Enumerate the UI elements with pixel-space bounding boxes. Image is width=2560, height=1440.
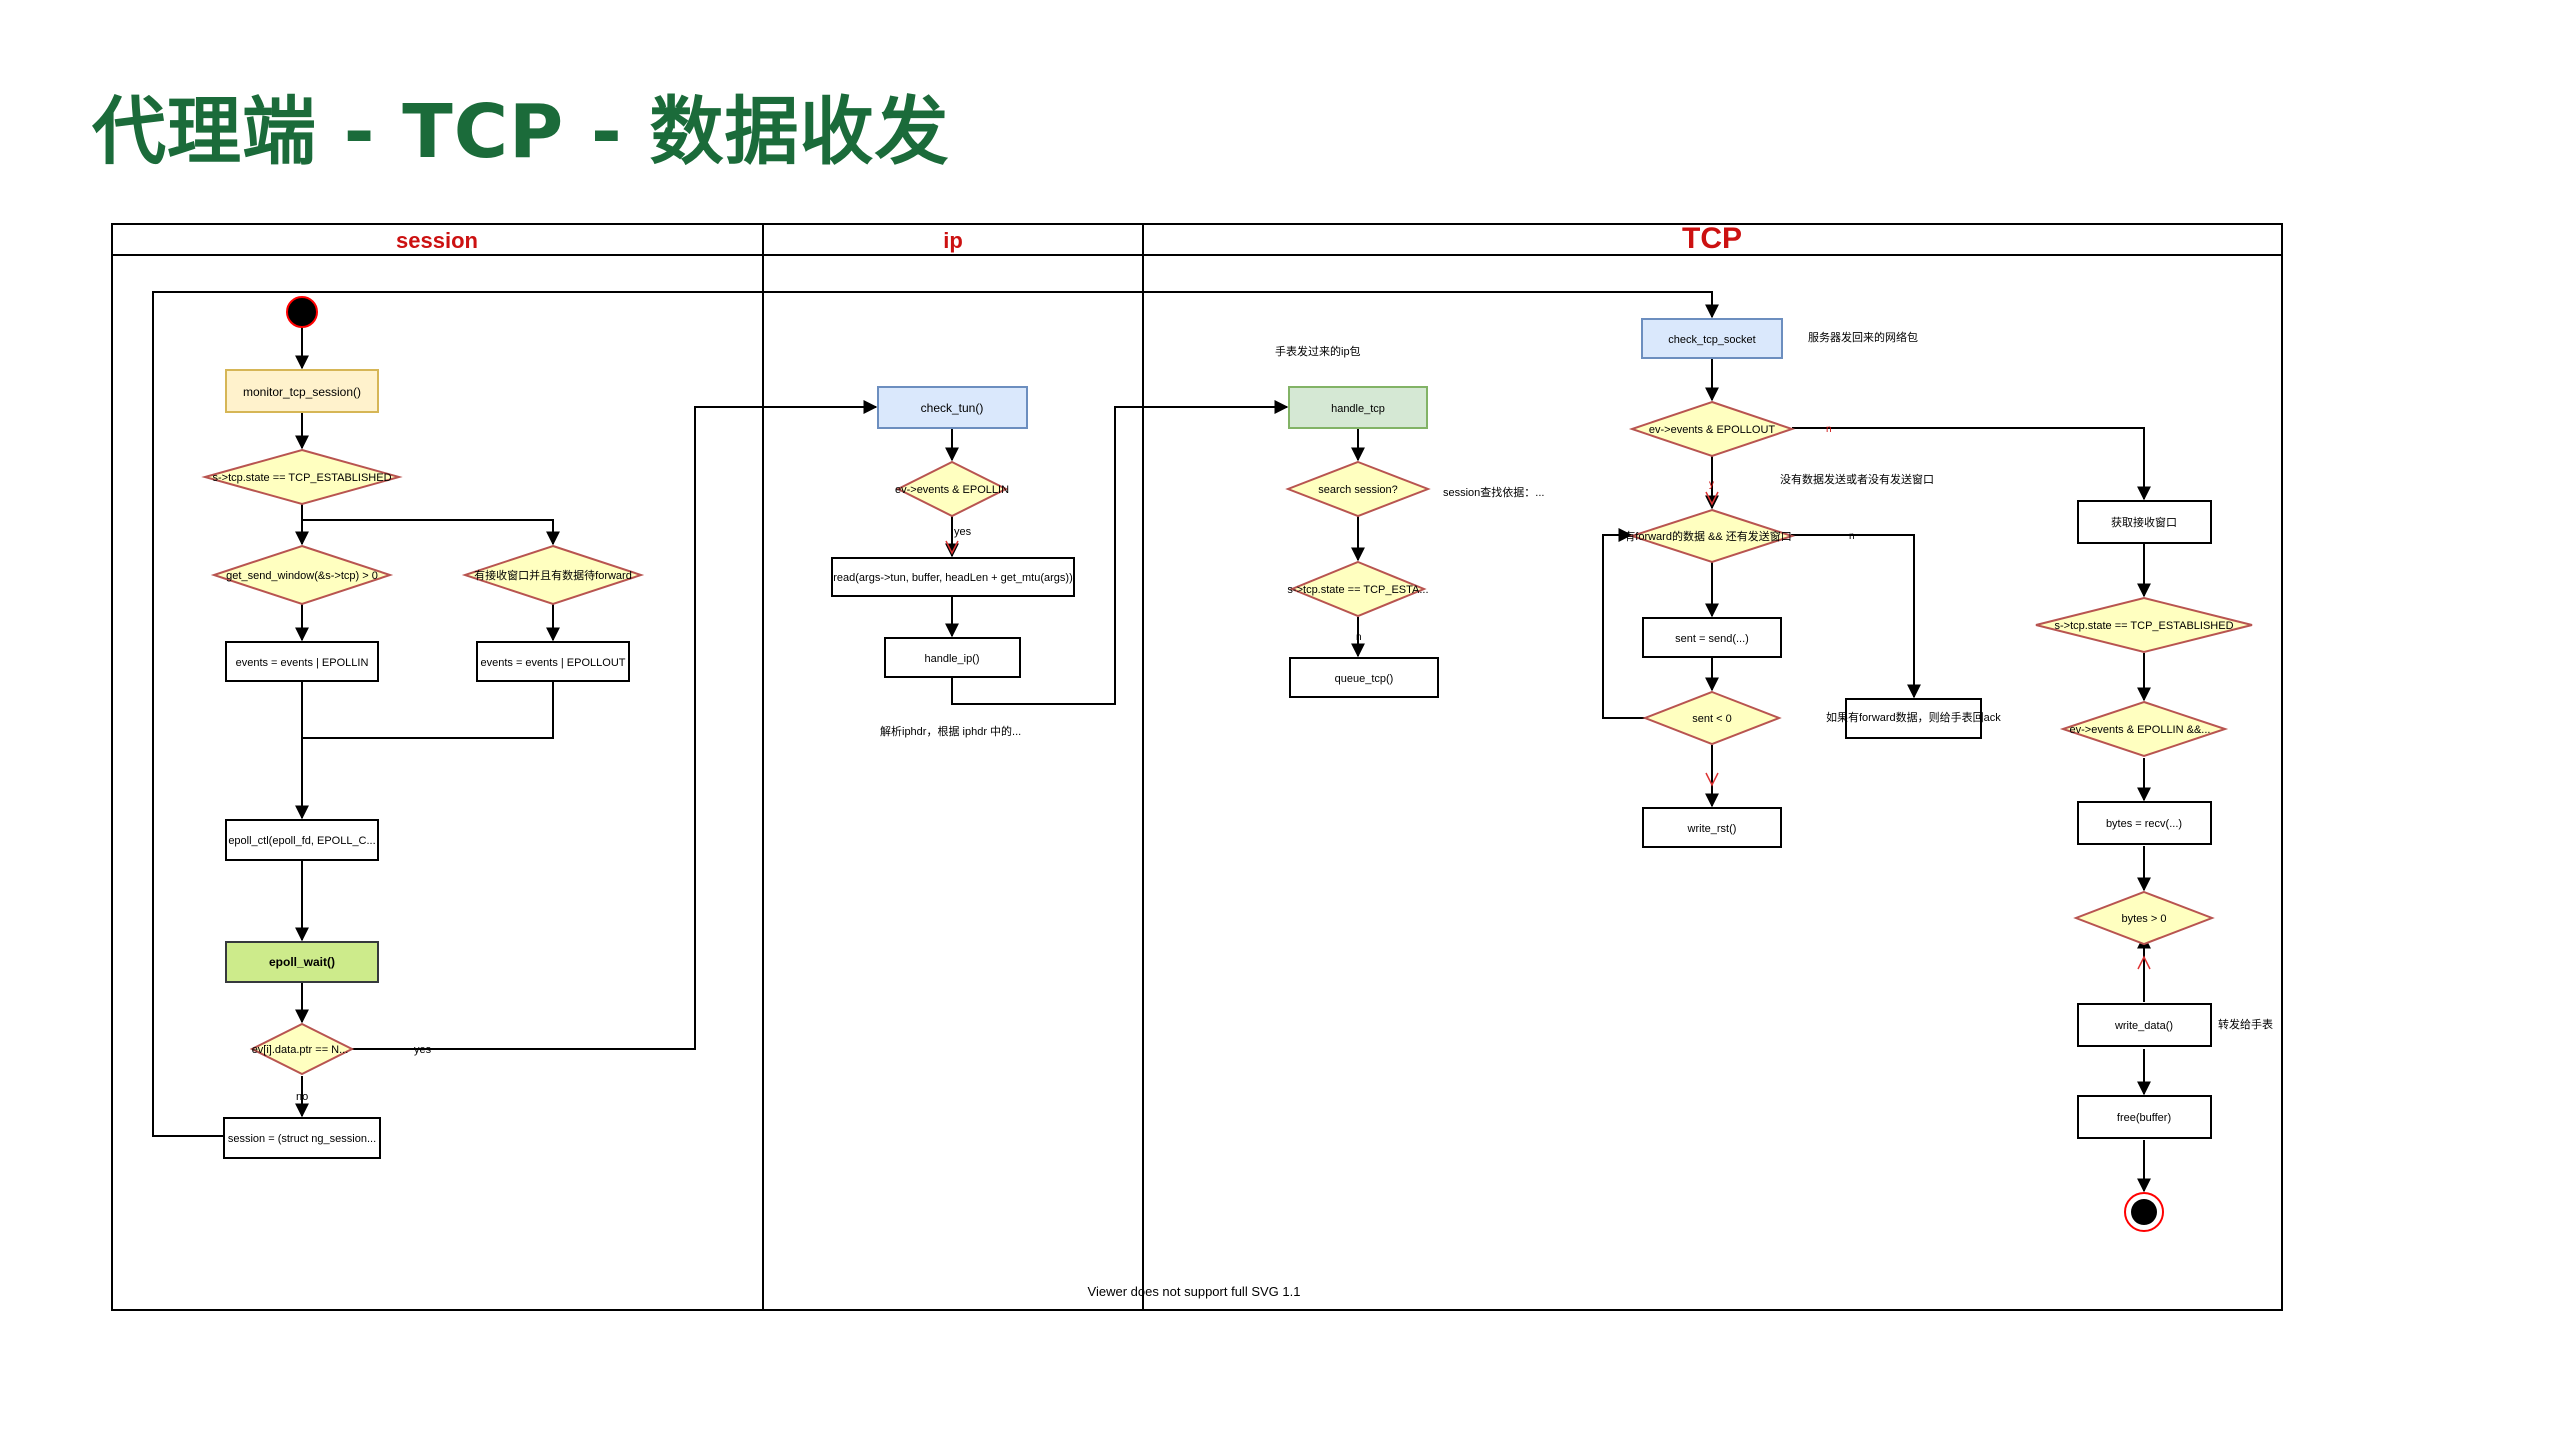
epollout-n-label: n (1826, 424, 1832, 435)
ip-epollin-label: ev->events & EPOLLIN (895, 484, 1009, 496)
recv-label: bytes = recv(...) (2106, 818, 2182, 830)
tcp-established-label: s->tcp.state == TCP_ESTABLISHED (2054, 620, 2233, 632)
start-node (286, 296, 318, 328)
lane-title-ip: ip (943, 228, 963, 253)
tcp-state-esta-n-label: n (1356, 632, 1362, 643)
events-epollout-label: events = events | EPOLLOUT (480, 657, 625, 669)
ip-epollin-diamond[interactable]: ev->events & EPOLLIN (895, 460, 1009, 518)
forward-to-watch-note: 转发给手表 (2218, 1017, 2273, 1031)
forward-data-n-label: n (1849, 531, 1855, 542)
bytes-check-diamond[interactable]: bytes > 0 (2073, 890, 2215, 946)
handle-ip-box[interactable]: handle_ip() (884, 637, 1021, 678)
handle-tcp-box[interactable]: handle_tcp (1288, 386, 1428, 429)
write-rst-box[interactable]: write_rst() (1642, 807, 1782, 848)
send-window-label: get_send_window(&s->tcp) > 0 (226, 570, 378, 582)
data-ptr-label: ev[i].data.ptr == N... (252, 1044, 349, 1056)
events-epollin-box[interactable]: events = events | EPOLLIN (225, 641, 379, 682)
viewer-support-note: Viewer does not support full SVG 1.1 (1088, 1284, 1301, 1299)
monitor-tcp-session-label: monitor_tcp_session() (243, 385, 361, 399)
no-data-note: 没有数据发送或者没有发送窗口 (1780, 472, 1934, 486)
events-epollout-box[interactable]: events = events | EPOLLOUT (476, 641, 630, 682)
send-box[interactable]: sent = send(...) (1642, 617, 1782, 658)
sent-check-diamond[interactable]: sent < 0 (1642, 690, 1782, 746)
recv-window-label: 有接收窗口并且有数据待forward (474, 568, 632, 582)
epoll-wait-box[interactable]: epoll_wait() (225, 941, 379, 983)
ip-yes-label: yes (954, 526, 972, 538)
read-tun-label: read(args->tun, buffer, headLen + get_mt… (833, 572, 1073, 584)
handle-tcp-label: handle_tcp (1331, 403, 1385, 415)
tcp-established-diamond[interactable]: s->tcp.state == TCP_ESTABLISHED (2035, 596, 2253, 654)
server-packet-note: 服务器发回来的网络包 (1808, 330, 1918, 344)
recv-window-box-label: 获取接收窗口 (2111, 515, 2177, 529)
lane-title-session: session (396, 228, 478, 253)
search-session-note: session查找依据：... (1443, 485, 1544, 499)
ip-parse-note: 解析iphdr，根据 iphdr 中的... (880, 724, 1021, 738)
session-assign-box[interactable]: session = (struct ng_session... (223, 1117, 381, 1159)
epollout-diamond[interactable]: ev->events & EPOLLOUT (1628, 400, 1796, 458)
epollin-and-label: ev->events & EPOLLIN &&... (2070, 724, 2211, 736)
end-node (2124, 1192, 2164, 1232)
sent-check-label: sent < 0 (1692, 713, 1731, 725)
handle-ip-label: handle_ip() (924, 653, 979, 665)
queue-tcp-label: queue_tcp() (1335, 673, 1394, 685)
connectors (152, 291, 2151, 1193)
epollout-y-label: y (1709, 479, 1714, 490)
state-established-diamond[interactable]: s->tcp.state == TCP_ESTABLISHED (201, 448, 403, 506)
check-tun-box[interactable]: check_tun() (877, 386, 1028, 429)
bytes-check-label: bytes > 0 (2122, 913, 2167, 925)
free-buffer-label: free(buffer) (2117, 1112, 2171, 1124)
ack-note-box: 如果有forward数据，则给手表回ack (1826, 698, 2001, 739)
tcp-state-esta-label: s->tcp.state == TCP_ESTA... (1287, 584, 1428, 596)
red-branch-arrows (945, 491, 2151, 970)
free-buffer-box[interactable]: free(buffer) (2077, 1095, 2212, 1139)
recv-window-box[interactable]: 获取接收窗口 (2077, 500, 2212, 544)
session-assign-label: session = (struct ng_session... (228, 1133, 376, 1145)
read-tun-box[interactable]: read(args->tun, buffer, headLen + get_mt… (831, 557, 1075, 597)
monitor-tcp-session-box[interactable]: monitor_tcp_session() (225, 369, 379, 413)
tcp-state-esta-diamond[interactable]: s->tcp.state == TCP_ESTA... (1287, 560, 1429, 618)
forward-data-diamond[interactable]: 有forward的数据 && 还有发送窗口 (1624, 508, 1796, 564)
write-data-label: write_data() (2114, 1020, 2173, 1032)
check-tcp-socket-box[interactable]: check_tcp_socket (1641, 318, 1783, 359)
epollin-and-diamond[interactable]: ev->events & EPOLLIN &&... (2059, 700, 2229, 758)
page-title: 代理端 - TCP - 数据收发 (92, 89, 950, 175)
ack-note-label: 如果有forward数据，则给手表回ack (1826, 710, 2001, 724)
data-ptr-no-label: no (296, 1091, 308, 1103)
data-ptr-diamond[interactable]: ev[i].data.ptr == N... (249, 1022, 355, 1076)
forward-data-label: 有forward的数据 && 还有发送窗口 (1624, 529, 1791, 543)
recv-box[interactable]: bytes = recv(...) (2077, 801, 2212, 845)
epoll-ctl-box[interactable]: epoll_ctl(epoll_fd, EPOLL_C... (225, 819, 379, 861)
send-label: sent = send(...) (1675, 633, 1749, 645)
data-ptr-yes-label: yes (414, 1044, 432, 1056)
check-tun-label: check_tun() (921, 401, 984, 415)
search-session-label: search session? (1318, 484, 1398, 496)
swimlane-frame (111, 223, 2283, 1311)
recv-window-diamond[interactable]: 有接收窗口并且有数据待forward (461, 544, 645, 606)
phone-packet-note: 手表发过来的ip包 (1275, 344, 1361, 358)
epoll-ctl-label: epoll_ctl(epoll_fd, EPOLL_C... (228, 835, 375, 847)
epoll-wait-label: epoll_wait() (269, 955, 335, 969)
search-session-diamond[interactable]: search session? (1285, 460, 1431, 518)
send-window-diamond[interactable]: get_send_window(&s->tcp) > 0 (210, 544, 394, 606)
check-tcp-socket-label: check_tcp_socket (1668, 334, 1755, 346)
events-epollin-label: events = events | EPOLLIN (236, 657, 369, 669)
state-established-label: s->tcp.state == TCP_ESTABLISHED (212, 472, 391, 484)
write-data-box[interactable]: write_data() (2077, 1003, 2212, 1047)
lane-title-tcp: TCP (1682, 222, 1742, 255)
queue-tcp-box[interactable]: queue_tcp() (1289, 657, 1439, 698)
epollout-label: ev->events & EPOLLOUT (1649, 424, 1776, 436)
write-rst-label: write_rst() (1687, 823, 1737, 835)
